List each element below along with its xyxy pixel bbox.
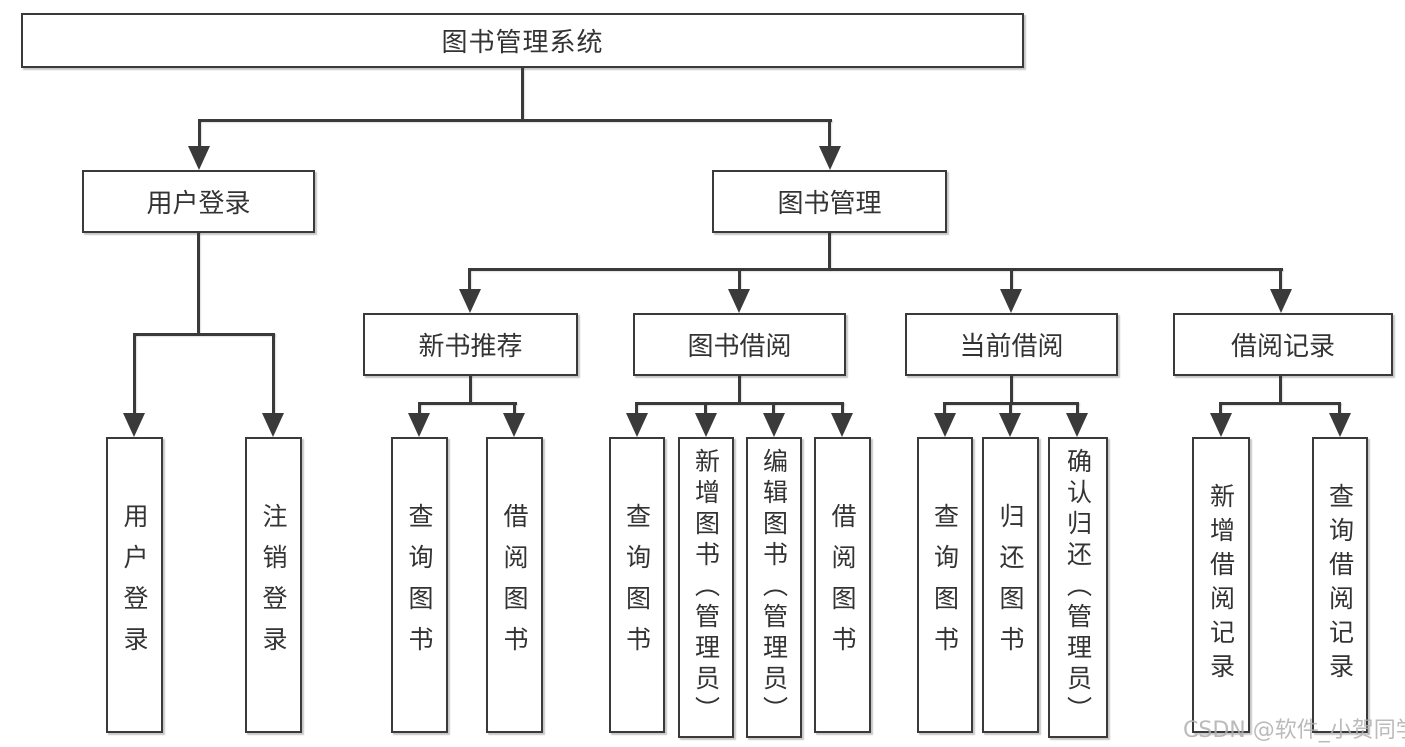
connector-line: [841, 402, 844, 415]
node-label: 图书借阅: [687, 332, 792, 362]
node-leaf-confirm-return-admin: 确认归还（管理员）: [1048, 437, 1108, 738]
node-leaf-user-login: 用户登录: [106, 437, 163, 733]
node-new-book-recommendation: 新书推荐: [363, 313, 578, 376]
connector-line: [1219, 402, 1222, 415]
connector-line: [272, 333, 275, 414]
connector-arrowhead: [459, 289, 481, 313]
node-label: 新书推荐: [418, 332, 523, 362]
connector-line: [469, 374, 472, 404]
node-label: 新增图书（管理员）: [691, 448, 721, 727]
node-leaf-edit-books-admin: 编辑图书（管理员）: [746, 437, 802, 738]
connector-arrowhead: [626, 413, 648, 437]
node-label: 查询图书: [930, 503, 960, 667]
connector-arrowhead: [1066, 413, 1088, 437]
node-leaf-query-books-1: 查询图书: [391, 437, 448, 733]
connector-arrowhead: [831, 413, 853, 437]
connector-line: [198, 119, 201, 149]
node-book-borrowing: 图书借阅: [633, 313, 846, 376]
connector-line: [738, 374, 741, 404]
node-leaf-add-books-admin: 新增图书（管理员）: [678, 437, 734, 738]
connector-line: [635, 402, 844, 405]
connector-line: [468, 268, 471, 292]
node-leaf-query-books-2: 查询图书: [609, 437, 665, 733]
node-leaf-borrow-books-1: 借阅图书: [486, 437, 543, 733]
node-label: 用户登录: [146, 189, 251, 219]
connector-line: [1010, 374, 1013, 404]
node-label: 借阅图书: [500, 503, 529, 667]
connector-arrowhead: [408, 413, 430, 437]
node-label: 查询图书: [622, 503, 652, 667]
node-label: 新增借阅记录: [1206, 483, 1236, 687]
node-label: 当前借阅: [959, 332, 1064, 362]
connector-line: [1009, 402, 1012, 415]
connector-arrowhead: [503, 413, 525, 437]
node-user-login: 用户登录: [82, 170, 315, 233]
node-current-borrowing: 当前借阅: [905, 313, 1118, 376]
node-leaf-query-books-3: 查询图书: [917, 437, 973, 733]
connector-arrowhead: [262, 413, 284, 437]
connector-arrowhead: [188, 146, 210, 170]
node-label: 归还图书: [996, 503, 1025, 667]
connector-line: [1279, 374, 1282, 404]
connector-line: [1338, 402, 1341, 415]
connector-arrowhead: [934, 413, 956, 437]
connector-arrowhead: [695, 413, 717, 437]
connector-line: [1010, 268, 1013, 292]
connector-line: [521, 67, 524, 120]
connector-arrowhead: [763, 413, 785, 437]
connector-arrowhead: [1000, 289, 1022, 313]
node-book-management: 图书管理: [712, 170, 947, 233]
node-label: 注销登录: [259, 503, 288, 667]
connector-line: [635, 402, 638, 415]
connector-line: [197, 231, 200, 334]
connector-line: [133, 333, 275, 336]
connector-arrowhead: [123, 413, 145, 437]
node-label: 确认归还（管理员）: [1063, 448, 1093, 727]
node-borrowing-records: 借阅记录: [1173, 313, 1393, 376]
connector-arrowhead: [1210, 413, 1232, 437]
connector-line: [418, 402, 421, 415]
connector-line: [704, 402, 707, 415]
node-label: 查询图书: [405, 503, 434, 667]
connector-line: [513, 402, 516, 415]
node-leaf-logout: 注销登录: [245, 437, 302, 733]
connector-line: [828, 119, 831, 149]
node-label: 借阅记录: [1230, 332, 1335, 362]
connector-line: [1279, 268, 1282, 292]
node-leaf-borrow-books-2: 借阅图书: [814, 437, 871, 733]
node-label: 图书管理: [777, 189, 882, 219]
node-label: 用户登录: [120, 503, 149, 667]
node-leaf-return-books: 归还图书: [982, 437, 1039, 733]
connector-line: [828, 231, 831, 270]
connector-line: [468, 268, 1283, 271]
connector-line: [1219, 402, 1341, 405]
connector-line: [738, 268, 741, 292]
watermark: CSDN @软件_小贺同学: [1183, 718, 1405, 743]
node-label: 编辑图书（管理员）: [759, 448, 789, 727]
connector-line: [943, 402, 946, 415]
node-library-management-system: 图书管理系统: [21, 13, 1024, 68]
connector-arrowhead: [728, 289, 750, 313]
connector-line: [198, 119, 832, 122]
connector-arrowhead: [1329, 413, 1351, 437]
connector-line: [772, 402, 775, 415]
connector-line: [133, 333, 136, 414]
node-label: 查询借阅记录: [1325, 483, 1355, 687]
connector-arrowhead: [819, 146, 841, 170]
connector-arrowhead: [999, 413, 1021, 437]
node-leaf-query-borrow-record: 查询借阅记录: [1312, 437, 1368, 733]
connector-arrowhead: [1270, 289, 1292, 313]
node-leaf-add-borrow-record: 新增借阅记录: [1192, 437, 1250, 733]
node-label: 借阅图书: [828, 503, 857, 667]
connector-line: [418, 402, 517, 405]
node-label: 图书管理系统: [441, 28, 604, 58]
connector-line: [1076, 402, 1079, 415]
